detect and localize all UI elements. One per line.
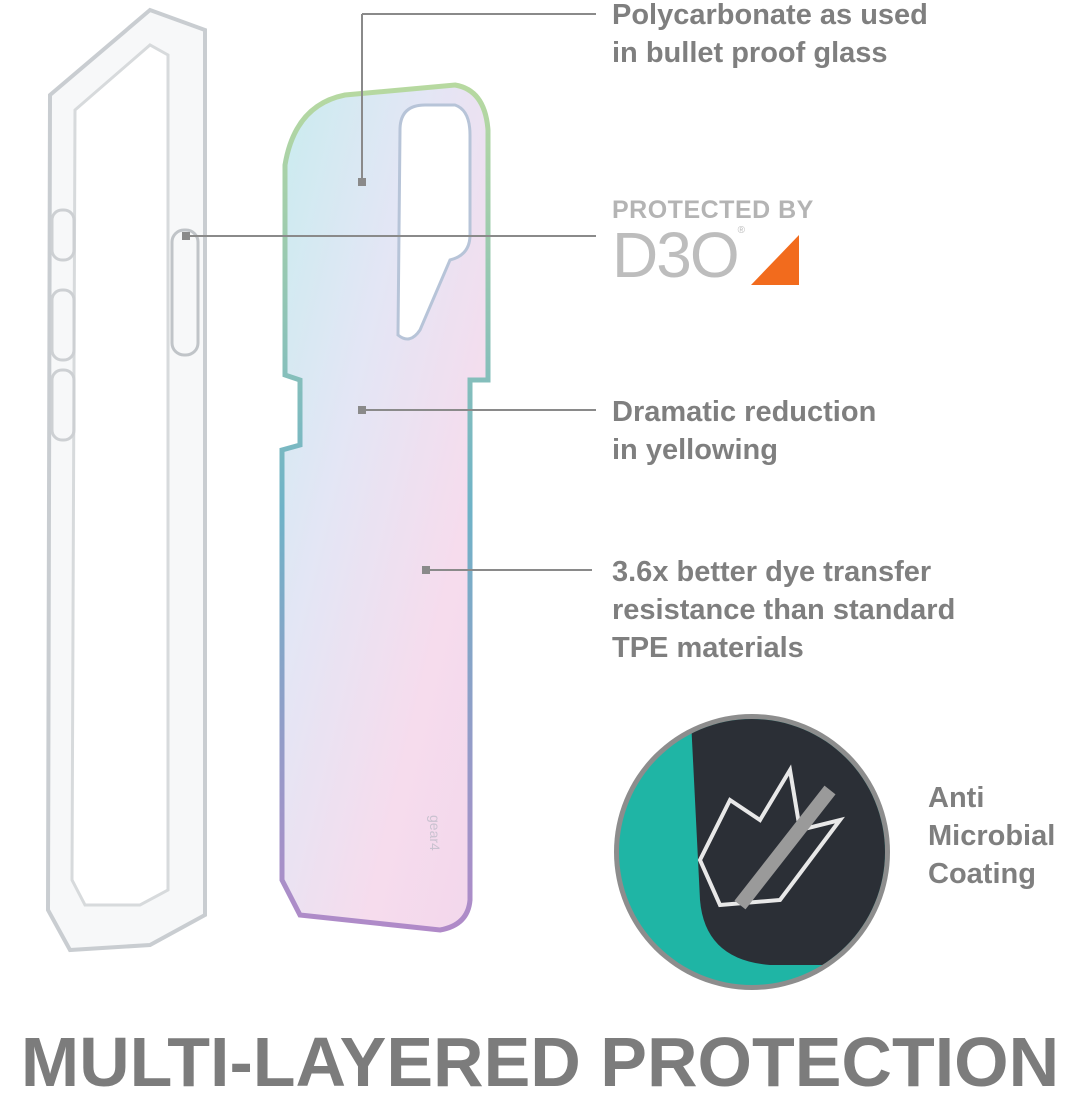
bumper-frame [45,7,207,953]
feature-antimicrobial: Anti Microbial Coating [928,782,1056,890]
d3o-triangle-icon [751,235,800,285]
d3o-logo: D3O [612,219,740,291]
antimicrobial-closeup [614,714,890,990]
svg-text:gear4: gear4 [427,815,443,851]
registered-mark: ® [737,225,745,236]
headline: MULTI-LAYERED PROTECTION [20,1023,1060,1101]
protected-by-label: PROTECTED BY [612,196,814,224]
callout-lines [182,13,596,574]
feature-dye-transfer: 3.6x better dye transfer resistance than… [612,556,956,664]
d3o-badge: PROTECTED BY D3O® [612,196,814,291]
iridescent-back-shell: gear4 [279,82,491,933]
feature-yellowing: Dramatic reduction in yellowing [612,396,877,466]
feature-polycarbonate: Polycarbonate as used in bullet proof gl… [612,0,928,69]
